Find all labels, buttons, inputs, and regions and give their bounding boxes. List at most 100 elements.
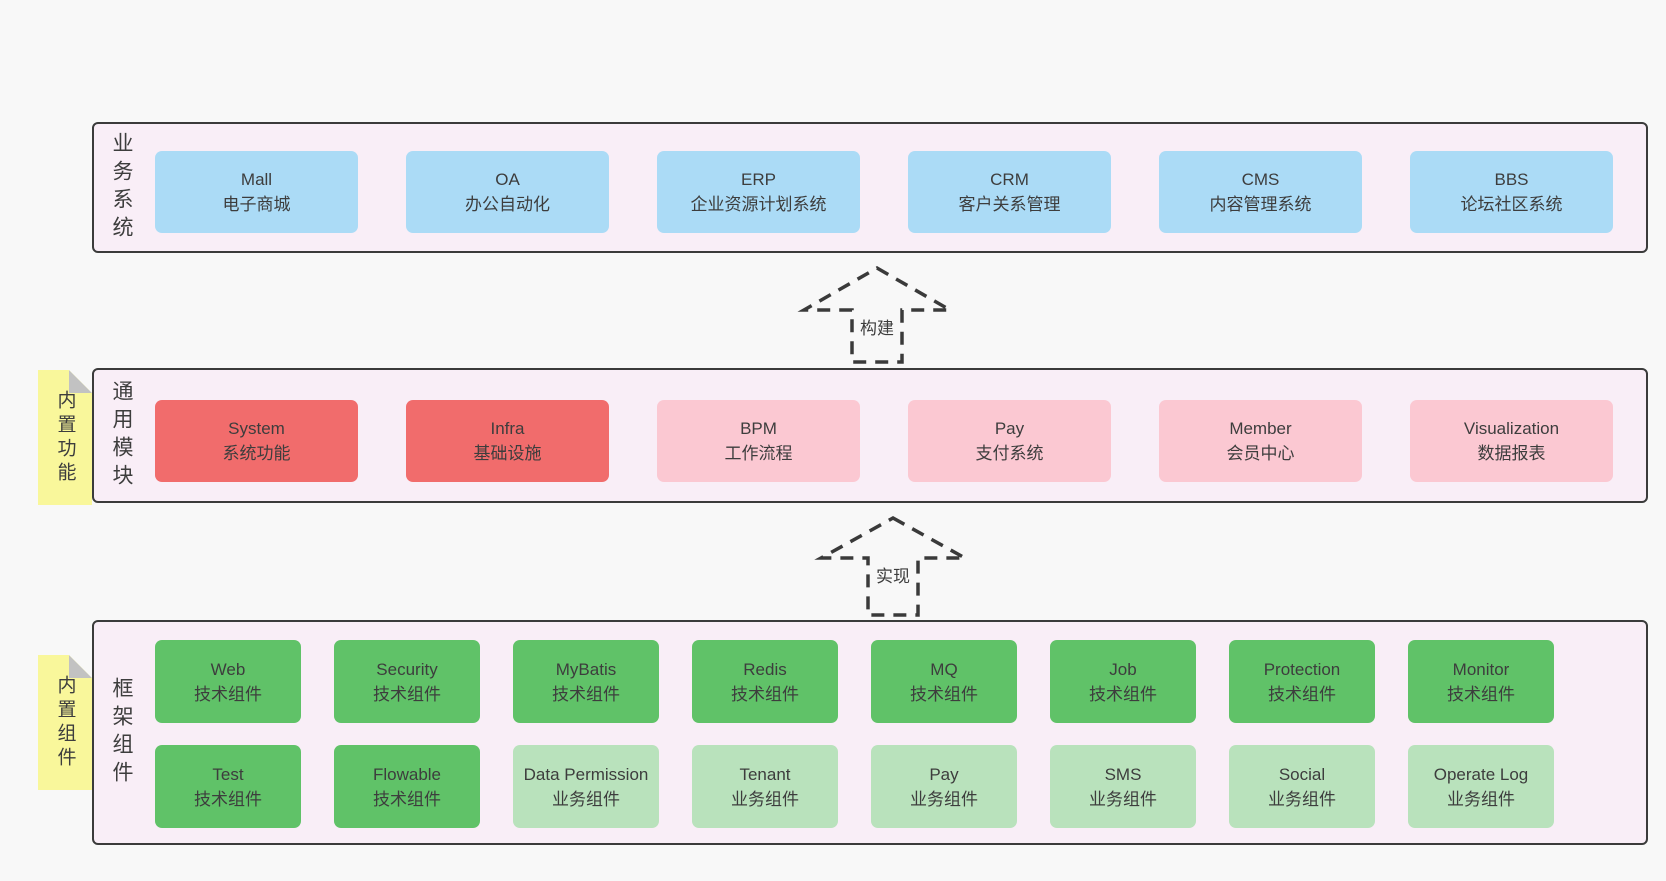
- dashed-up-arrow-icon: [797, 265, 957, 364]
- box-desc: 技术组件: [552, 684, 620, 704]
- box-bpm: BPM 工作流程: [657, 400, 860, 482]
- box-cms: CMS 内容管理系统: [1159, 151, 1362, 233]
- layer-title: 框架组件: [110, 676, 133, 789]
- box-name: Infra: [490, 419, 525, 438]
- layer-common-modules: 通用模块 System 系统功能 Infra 基础设施 BPM 工作流程 Pay 支付系统 Me…: [92, 368, 1648, 503]
- box-desc: 技术组件: [1268, 684, 1336, 704]
- box-desc: 工作流程: [724, 444, 793, 463]
- box-bbs: BBS 论坛社区系统: [1410, 151, 1613, 233]
- box-desc: 技术组件: [373, 684, 441, 704]
- box-desc: 业务组件: [731, 789, 799, 809]
- box-desc: 技术组件: [1089, 684, 1157, 704]
- dashed-up-arrow-icon: [814, 515, 972, 617]
- note-label: 内置组件: [54, 674, 76, 771]
- box-name: Visualization: [1463, 419, 1560, 438]
- box-name: BPM: [740, 419, 777, 438]
- box-desc: 技术组件: [373, 789, 441, 809]
- box-flowable: Flowable 技术组件: [334, 745, 480, 828]
- box-name: Operate Log: [1433, 764, 1529, 784]
- box-desc: 技术组件: [1447, 684, 1515, 704]
- box-desc: 支付系统: [975, 444, 1044, 463]
- box-name: Mall: [240, 170, 273, 189]
- box-name: Pay: [994, 419, 1025, 438]
- box-name: Job: [1109, 659, 1137, 679]
- box-erp: ERP 企业资源计划系统: [657, 151, 860, 233]
- box-name: Test: [212, 764, 244, 784]
- box-desc: 技术组件: [731, 684, 799, 704]
- arrow-implement: 实现: [813, 510, 973, 618]
- box-desc: 业务组件: [910, 789, 978, 809]
- box-desc: 业务组件: [1268, 789, 1336, 809]
- layer-title: 通用模块: [110, 379, 133, 492]
- box-protection: Protection 技术组件: [1229, 640, 1375, 723]
- box-name: Protection: [1263, 659, 1341, 679]
- box-desc: 论坛社区系统: [1460, 195, 1563, 214]
- box-desc: 会员中心: [1226, 444, 1295, 463]
- arrow-build: 构建: [797, 262, 957, 365]
- box-infra: Infra 基础设施: [406, 400, 609, 482]
- box-pay: Pay 支付系统: [908, 400, 1111, 482]
- box-test: Test 技术组件: [155, 745, 301, 828]
- sticky-note-builtin-components: 内置组件: [38, 655, 92, 790]
- box-name: SMS: [1104, 764, 1142, 784]
- box-pay: Pay 业务组件: [871, 745, 1017, 828]
- box-redis: Redis 技术组件: [692, 640, 838, 723]
- box-name: OA: [495, 170, 520, 189]
- box-desc: 技术组件: [194, 684, 262, 704]
- box-visualization: Visualization 数据报表: [1410, 400, 1613, 482]
- box-sms: SMS 业务组件: [1050, 745, 1196, 828]
- box-name: Pay: [929, 764, 959, 784]
- arrow-label: 构建: [858, 314, 896, 339]
- box-name: Tenant: [739, 764, 791, 784]
- box-member: Member 会员中心: [1159, 400, 1362, 482]
- box-desc: 技术组件: [194, 789, 262, 809]
- box-name: MQ: [930, 659, 958, 679]
- box-desc: 电子商城: [222, 195, 291, 214]
- box-name: Monitor: [1452, 659, 1510, 679]
- box-name: CMS: [1241, 170, 1280, 189]
- box-name: ERP: [741, 170, 776, 189]
- layer-title: 业务系统: [110, 131, 133, 244]
- box-desc: 企业资源计划系统: [690, 195, 827, 214]
- box-row: System 系统功能 Infra 基础设施 BPM 工作流程 Pay 支付系统 Member 会…: [155, 400, 1613, 482]
- box-desc: 数据报表: [1477, 444, 1546, 463]
- box-desc: 基础设施: [473, 444, 542, 463]
- box-tenant: Tenant 业务组件: [692, 745, 838, 828]
- box-name: BBS: [1494, 170, 1529, 189]
- box-desc: 客户关系管理: [958, 195, 1061, 214]
- box-name: Redis: [743, 659, 787, 679]
- box-job: Job 技术组件: [1050, 640, 1196, 723]
- box-crm: CRM 客户关系管理: [908, 151, 1111, 233]
- box-name: Flowable: [372, 764, 442, 784]
- box-desc: 内容管理系统: [1209, 195, 1312, 214]
- box-name: MyBatis: [555, 659, 617, 679]
- box-name: Data Permission: [523, 764, 649, 784]
- box-desc: 技术组件: [910, 684, 978, 704]
- box-operate-log: Operate Log 业务组件: [1408, 745, 1554, 828]
- box-desc: 业务组件: [552, 789, 620, 809]
- box-name: CRM: [990, 170, 1029, 189]
- box-desc: 业务组件: [1447, 789, 1515, 809]
- box-monitor: Monitor 技术组件: [1408, 640, 1554, 723]
- box-desc: 业务组件: [1089, 789, 1157, 809]
- box-name: Member: [1229, 419, 1292, 438]
- box-mall: Mall 电子商城: [155, 151, 358, 233]
- box-system: System 系统功能: [155, 400, 358, 482]
- sticky-note-builtin-features: 内置功能: [38, 370, 92, 505]
- box-name: System: [228, 419, 285, 438]
- box-desc: 系统功能: [222, 444, 291, 463]
- arrow-label: 实现: [874, 562, 912, 587]
- box-mq: MQ 技术组件: [871, 640, 1017, 723]
- note-label: 内置功能: [54, 389, 76, 486]
- box-data-permission: Data Permission 业务组件: [513, 745, 659, 828]
